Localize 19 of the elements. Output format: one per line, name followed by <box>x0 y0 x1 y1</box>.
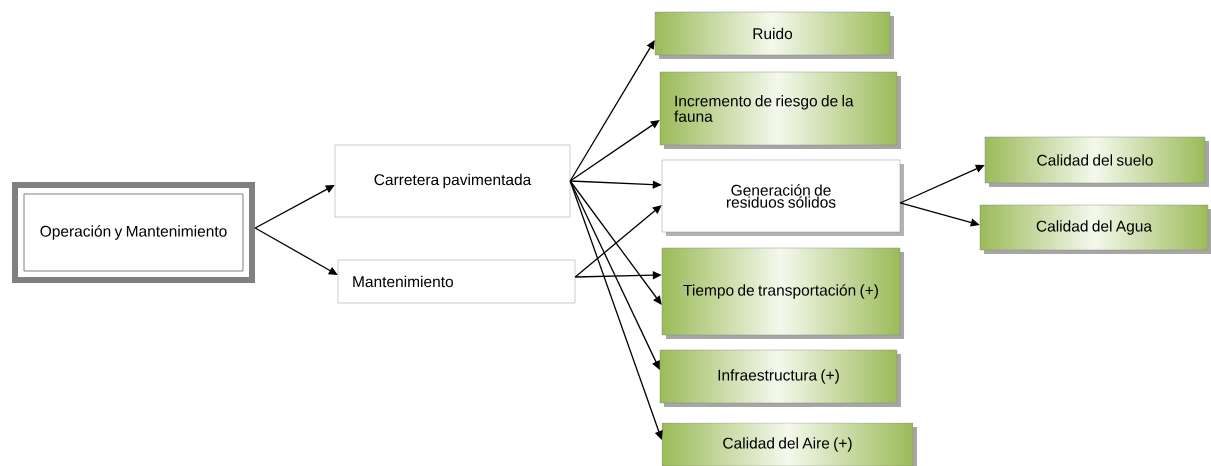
effect-box: Tiempo de transportación (+) <box>661 247 904 339</box>
effect-box: Calidad del Aire (+) <box>661 422 917 466</box>
arrow <box>254 185 335 229</box>
arrow <box>569 180 662 305</box>
arrow <box>569 40 655 182</box>
effect-box: Calidad del suelo <box>984 136 1209 187</box>
process-box: Mantenimiento <box>337 259 576 304</box>
arrow <box>569 180 663 440</box>
effect-box: Calidad del Agua <box>979 204 1211 254</box>
arrow <box>254 227 338 275</box>
arrow <box>569 120 660 182</box>
double-border-box: Operación y Mantenimiento <box>12 182 255 283</box>
arrow <box>569 180 660 370</box>
process-box: Generación de residuos sólidos <box>661 159 904 236</box>
effect-box: Infraestructura (+) <box>659 349 901 407</box>
effect-box: Ruido <box>654 11 894 59</box>
process-box: Carretera pavimentada <box>334 144 571 218</box>
effect-box: Incremento de riesgo de la fauna <box>659 71 901 149</box>
arrow <box>574 205 662 278</box>
